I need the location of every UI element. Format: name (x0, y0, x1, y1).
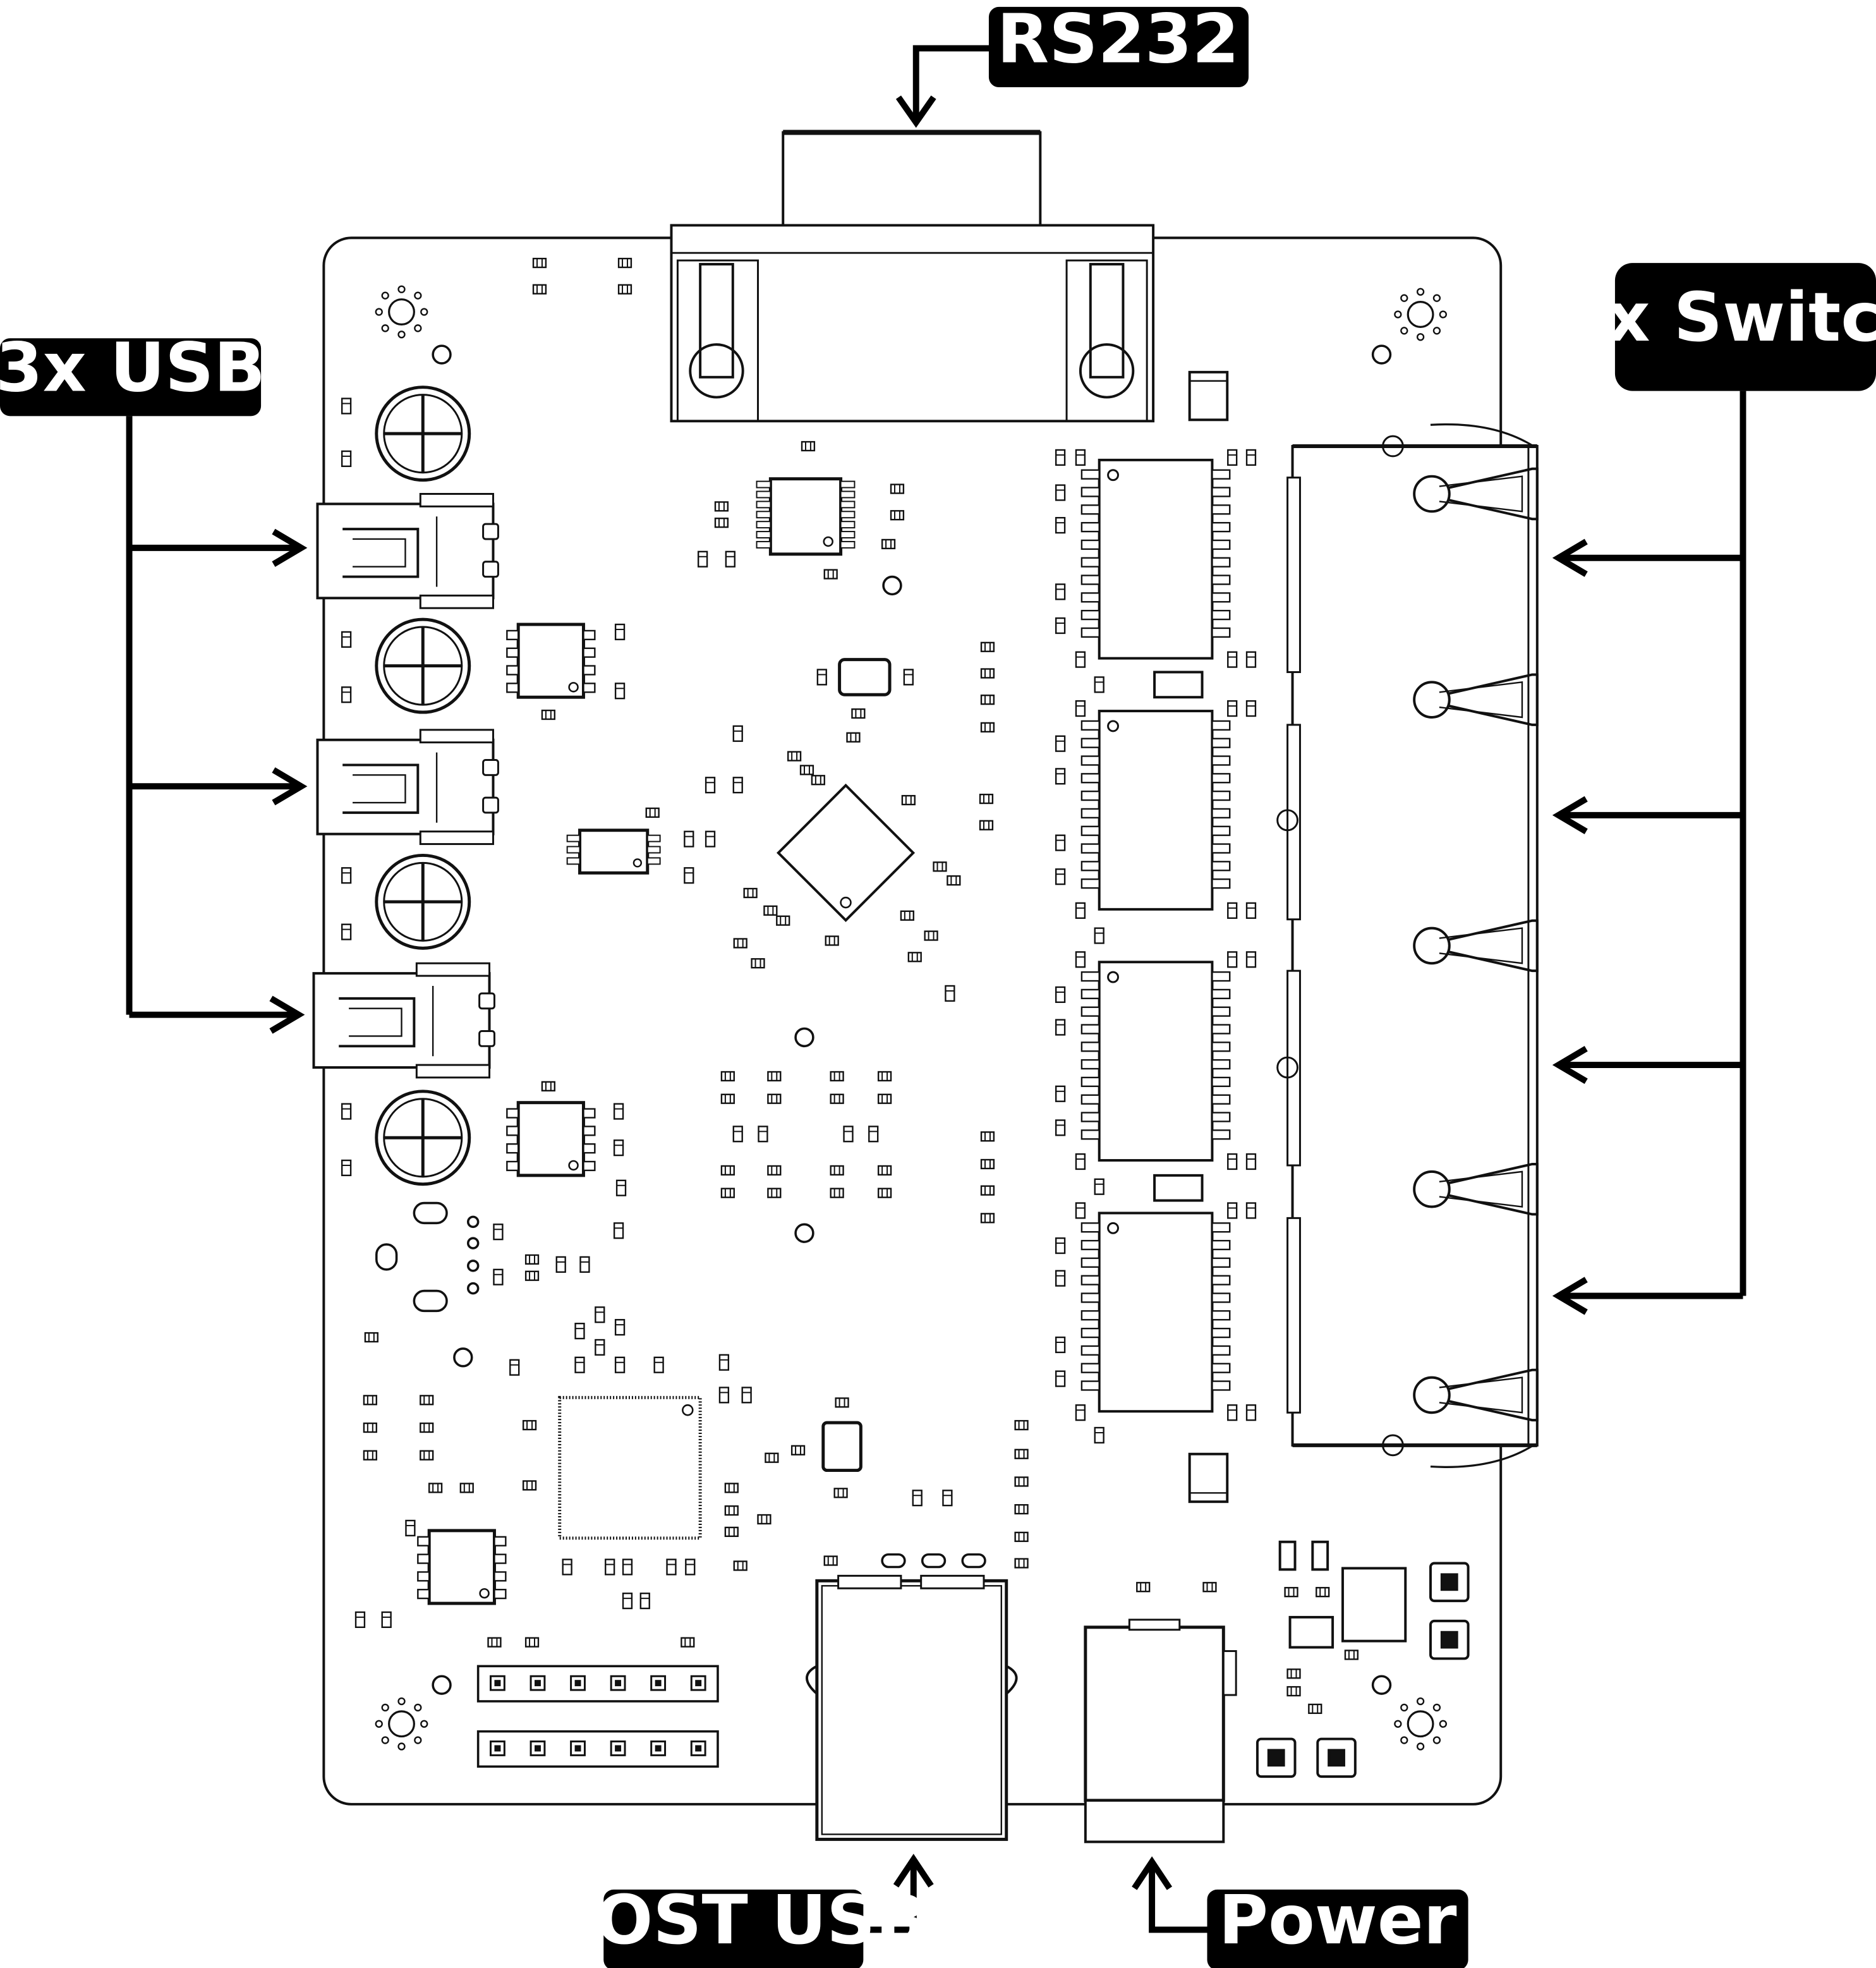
callout-power: Power (1207, 1881, 1468, 1968)
usb-port-1 (316, 492, 500, 610)
rs232-arrow (912, 45, 991, 123)
callout-host-usb-text: HOST USB (538, 1881, 927, 1960)
screw-3 (377, 855, 469, 948)
power-arrow (1149, 1862, 1209, 1933)
crystal (838, 658, 892, 696)
host-usb-connector (806, 1574, 1018, 1841)
callout-rs232-text: RS232 (997, 0, 1240, 78)
transformer-3 (1080, 961, 1232, 1162)
small-holes (432, 344, 1392, 1695)
ic-tssop (756, 477, 856, 556)
power-section (1256, 1540, 1470, 1778)
caps-switch (1153, 370, 1229, 1503)
usb-port-3 (312, 962, 496, 1079)
screw-1 (377, 387, 469, 480)
callout-usb3: 3x USB (0, 329, 265, 416)
rj45-switch-block (1276, 423, 1539, 1468)
ic-soic-1 (507, 624, 595, 697)
transformer-1 (1080, 458, 1232, 660)
screw-2 (377, 619, 469, 712)
ic-main-controller (776, 783, 916, 923)
callout-power-text: Power (1219, 1881, 1457, 1960)
ic-qfp-bottom (558, 1395, 702, 1540)
pin-header-top (476, 1665, 719, 1703)
usb-port-2 (316, 728, 500, 846)
ic-soic-3 (418, 1531, 505, 1603)
callout-switch4: 4x Switch (1559, 263, 1876, 391)
misc-pads (375, 1201, 986, 1569)
power-jack (1084, 1619, 1237, 1843)
ic-soic-2 (507, 1103, 595, 1175)
ic-inductor (821, 1421, 862, 1473)
callout-switch4-text: 4x Switch (1559, 278, 1876, 357)
callout-rs232: RS232 (988, 0, 1249, 88)
screw-4 (377, 1091, 469, 1184)
ic-msop (566, 829, 661, 875)
transformer-2 (1080, 710, 1232, 911)
pin-header-bottom (476, 1730, 719, 1768)
callout-host-usb: HOST USB (538, 1881, 927, 1968)
callout-usb3-text: 3x USB (0, 329, 265, 408)
callout-arrows (126, 45, 1746, 1933)
rs232-connector (670, 130, 1155, 423)
host-usb-arrow (861, 1859, 917, 1933)
transformer-4 (1080, 1212, 1232, 1413)
